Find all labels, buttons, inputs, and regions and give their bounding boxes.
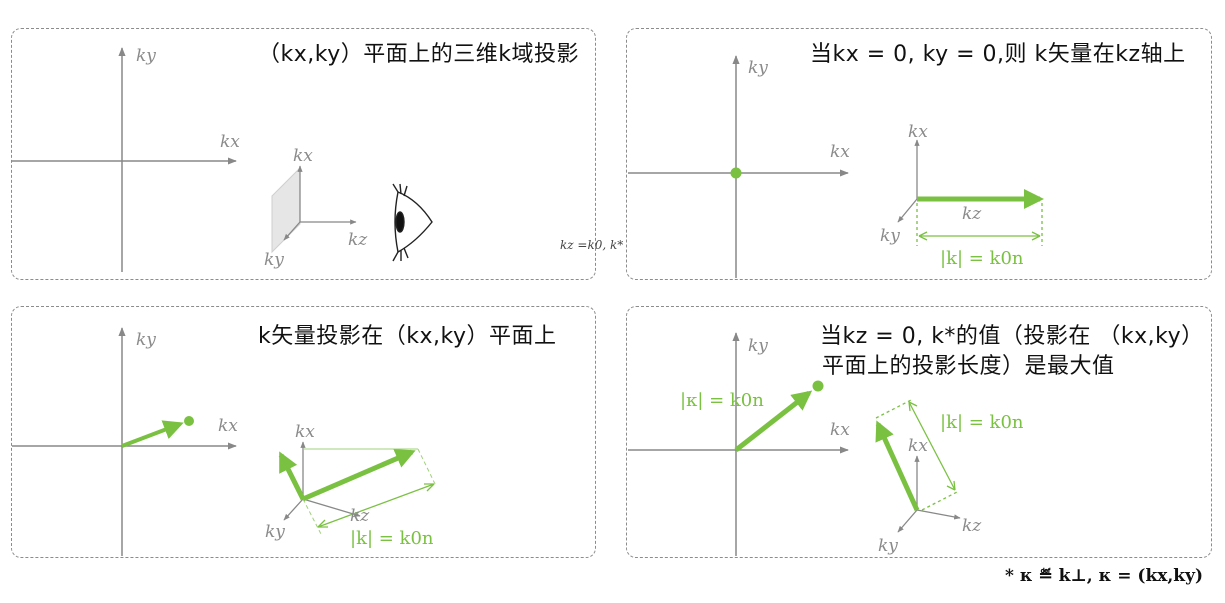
ky-axis-label-small: ky xyxy=(878,536,898,556)
panel1-title: （kx,ky）平面上的三维k域投影 xyxy=(258,42,579,67)
k-magnitude-dimension xyxy=(916,203,1043,246)
kx-axis-label-small: kx xyxy=(908,436,928,456)
panel-bottom-right xyxy=(626,306,1212,558)
k-magnitude-label: |k| = k0n xyxy=(940,248,1024,269)
kx-axis-label-small: kx xyxy=(908,122,928,142)
kz-axis-label-small: kz xyxy=(962,204,982,224)
k-magnitude-label: |k| = k0n xyxy=(940,412,1024,433)
kz-axis-label-small: kz xyxy=(962,516,982,536)
kappa-magnitude-label: |κ| = k0n xyxy=(680,390,764,411)
projection-plane xyxy=(271,166,301,254)
panel4-title-line2: 平面上的投影长度）是最大值 xyxy=(822,354,1115,379)
panel-bottom-left xyxy=(11,306,596,558)
kz-axis-label-small: kz xyxy=(350,506,370,526)
panel3-projection-guides xyxy=(302,448,437,537)
k-magnitude-label: |k| = k0n xyxy=(350,528,434,549)
kx-axis-label: kx xyxy=(218,416,238,436)
panel3-axes xyxy=(12,327,237,556)
panel2-small-axes xyxy=(897,139,920,223)
ky-axis-label: ky xyxy=(748,336,768,356)
kappa-max-endpoint xyxy=(812,380,824,392)
k-vector-in-plane xyxy=(875,420,920,512)
kappa-vector-max xyxy=(734,390,813,452)
panel4-axes xyxy=(628,332,849,556)
ky-axis-label: ky xyxy=(748,58,768,78)
kx-axis-label: kx xyxy=(830,142,850,162)
eye-icon xyxy=(392,183,433,262)
panel3-k-dimension xyxy=(317,483,435,528)
panel4-small-axes xyxy=(897,455,961,533)
ky-axis-label: ky xyxy=(136,46,156,66)
ky-axis-label-small: ky xyxy=(265,522,285,542)
k-vector-3d xyxy=(302,449,416,502)
kappa-vector xyxy=(121,420,184,448)
origin-point xyxy=(730,167,742,179)
panel4-k-dimension xyxy=(875,399,958,511)
ky-axis-label-small: ky xyxy=(880,226,900,246)
ky-axis-label: ky xyxy=(136,330,156,350)
ky-axis-label-small: ky xyxy=(264,250,284,270)
panel1-small-axes xyxy=(283,165,357,241)
panel3-small-axes xyxy=(283,441,361,521)
panel4-title-line1: 当kz = 0, k*的值（投影在 （kx,ky） xyxy=(820,324,1204,349)
kx-axis-label: kx xyxy=(220,132,240,152)
panel-top-left xyxy=(11,28,596,280)
kx-axis-label: kx xyxy=(830,420,850,440)
kappa-endpoint xyxy=(184,416,194,426)
footnote: * κ ≝ k⊥, κ = (kx,ky) xyxy=(1005,566,1203,586)
panel1-axes xyxy=(12,47,237,272)
kx-component-vector xyxy=(278,451,306,501)
stray-kz-text: kz =k0, k* xyxy=(560,238,624,252)
panel3-title: k矢量投影在（kx,ky）平面上 xyxy=(258,324,557,349)
panel2-axes xyxy=(628,55,849,278)
panel-top-right xyxy=(626,28,1212,280)
panel2-title: 当kx = 0, ky = 0,则 k矢量在kz轴上 xyxy=(810,42,1186,67)
kz-axis-label-small: kz xyxy=(348,230,368,250)
kx-axis-label-small: kx xyxy=(293,146,313,166)
kx-axis-label-small: kx xyxy=(295,422,315,442)
